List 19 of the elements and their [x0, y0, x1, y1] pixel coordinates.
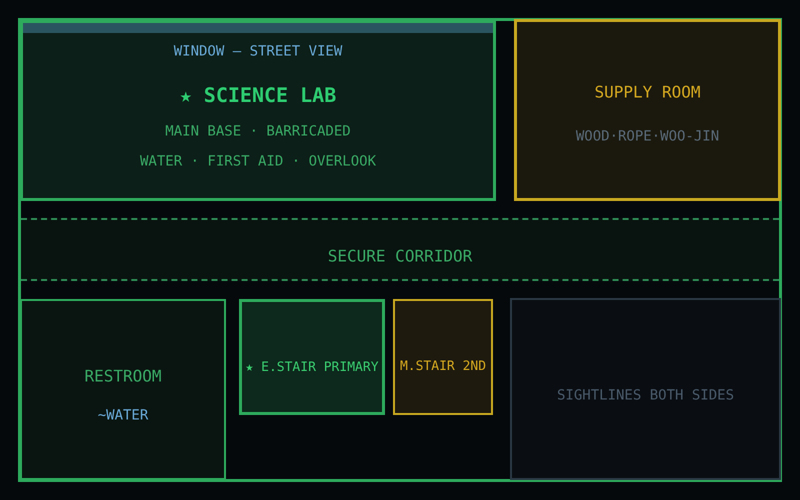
room-title: ★ SCIENCE LAB — [180, 83, 336, 107]
sightline-area — [510, 298, 781, 480]
room-note: MAIN BASE · BARRICADED — [165, 124, 351, 140]
room-title: SUPPLY ROOM — [594, 82, 700, 102]
room-note: WATER · FIRST AID · OVERLOOK — [140, 154, 376, 170]
room-note: SIGHTLINES BOTH SIDES — [557, 388, 734, 404]
room-title: M.STAIR 2ND — [400, 359, 486, 375]
room-note: ~WATER — [98, 408, 148, 424]
supply-room — [514, 19, 781, 201]
stairwell — [239, 299, 385, 415]
lab-room — [20, 20, 496, 201]
window-label: WINDOW — STREET VIEW — [174, 44, 342, 60]
room-title: ★ E.STAIR PRIMARY — [245, 360, 379, 376]
room-title: SECURE CORRIDOR — [328, 246, 472, 266]
corridor — [21, 218, 779, 281]
stairwell — [393, 299, 493, 415]
room-title: RESTROOM — [84, 366, 162, 386]
restroom — [20, 299, 226, 480]
room-note: WOOD·ROPE·WOO-JIN — [576, 128, 720, 146]
